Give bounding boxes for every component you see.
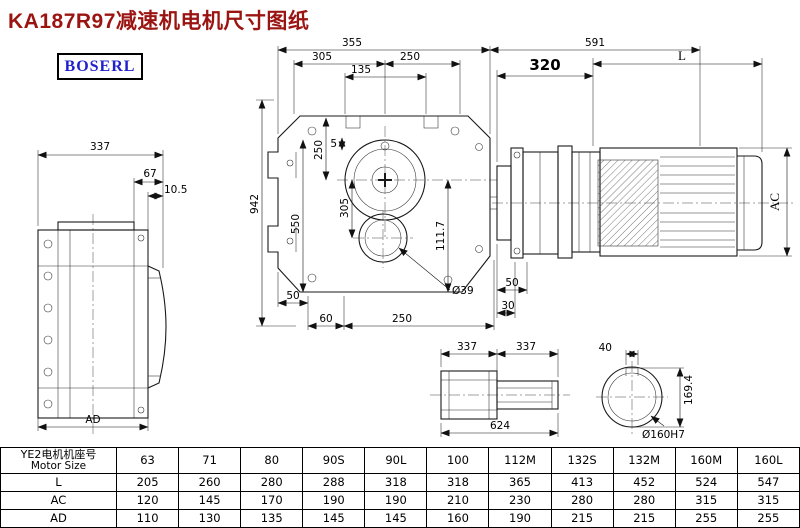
cell-L-90S: 288 xyxy=(302,473,366,492)
cell-AD-112M: 190 xyxy=(488,509,552,528)
dim-left-305: 305 xyxy=(339,198,351,218)
cell-L-90L: 318 xyxy=(364,473,428,492)
hollow-shaft-view: 337 337 624 xyxy=(430,341,570,437)
dim-top-135: 135 xyxy=(351,64,371,76)
cell-L-71: 260 xyxy=(178,473,242,492)
cell-L-63: 205 xyxy=(115,473,180,492)
dim-motor-320: 320 xyxy=(529,56,560,74)
cell-L-132M: 452 xyxy=(612,473,676,492)
dim-left-550: 550 xyxy=(290,214,302,234)
dim-flange-30: 30 xyxy=(501,300,514,312)
cell-L-112M: 365 xyxy=(488,473,552,492)
dim-right-111-7: 111.7 xyxy=(435,221,447,251)
cell-AD-132M: 215 xyxy=(612,509,676,528)
col-header-90L: 90L xyxy=(364,447,428,474)
dim-top-305: 305 xyxy=(312,51,332,63)
cell-AC-80: 170 xyxy=(240,491,304,510)
dim-left-942: 942 xyxy=(249,194,261,214)
col-header-112M: 112M xyxy=(488,447,552,474)
cell-AC-71: 145 xyxy=(178,491,242,510)
col-header-90S: 90S xyxy=(302,447,366,474)
col-header-100: 100 xyxy=(426,447,490,474)
dim-motor-L: L xyxy=(678,48,686,63)
table-row-AC: AC 120 145 170 190 190 210 230 280 280 3… xyxy=(0,491,800,510)
logo-text: BOSERL xyxy=(64,57,136,75)
col-header-132S: 132S xyxy=(550,447,614,474)
cell-AC-160L: 315 xyxy=(736,491,800,510)
header-cn: YE2电机机座号 xyxy=(20,447,97,461)
cell-L-160L: 547 xyxy=(736,473,800,492)
gearbox-front-view: 355 591 305 250 135 942 550 250 5 xyxy=(249,37,701,330)
dim-top-250: 250 xyxy=(400,51,420,63)
cell-AD-90L: 145 xyxy=(364,509,428,528)
dim-side-10-5: 10.5 xyxy=(164,184,187,196)
col-header-160M: 160M xyxy=(674,447,738,474)
cell-AD-160M: 255 xyxy=(674,509,738,528)
row-label-L: L xyxy=(0,473,117,492)
dim-top-591: 591 xyxy=(585,37,605,49)
dim-dia-39: Ø39 xyxy=(452,285,474,297)
row-label-AC: AC xyxy=(0,491,117,510)
table-row-AD: AD 110 130 135 145 145 160 190 215 215 2… xyxy=(0,509,800,528)
col-header-71: 71 xyxy=(178,447,242,474)
dim-top-355: 355 xyxy=(342,37,362,49)
row-label-AD: AD xyxy=(0,509,117,528)
cell-L-100: 318 xyxy=(426,473,490,492)
cell-AC-100: 210 xyxy=(426,491,490,510)
cell-L-80: 280 xyxy=(240,473,304,492)
motor-view: 320 L AC xyxy=(490,48,795,259)
cell-AD-90S: 145 xyxy=(302,509,366,528)
dim-flange-50: 50 xyxy=(505,277,518,289)
dim-shaft-624: 624 xyxy=(490,420,510,432)
cell-AC-132M: 280 xyxy=(612,491,676,510)
dim-169-4: 169.4 xyxy=(683,375,695,405)
col-header-160L: 160L xyxy=(736,447,800,474)
cell-AC-112M: 230 xyxy=(488,491,552,510)
cell-AD-63: 110 xyxy=(115,509,180,528)
cell-L-160M: 524 xyxy=(674,473,738,492)
page-title: KA187R97减速机电机尺寸图纸 xyxy=(8,10,310,33)
dim-side-337: 337 xyxy=(90,141,110,153)
cell-AD-160L: 255 xyxy=(736,509,800,528)
technical-drawing: 337 67 10.5 AD xyxy=(37,37,795,441)
dim-left-5: 5 xyxy=(330,138,337,150)
dim-bore-160H7: Ø160H7 xyxy=(642,429,685,441)
dim-shaft-337-left: 337 xyxy=(457,341,477,353)
dim-left-250: 250 xyxy=(313,140,325,160)
dim-side-67: 67 xyxy=(143,168,156,180)
cell-AD-71: 130 xyxy=(178,509,242,528)
table-row-L: L 205 260 280 288 318 318 365 413 452 52… xyxy=(0,473,800,492)
col-header-63: 63 xyxy=(115,447,180,474)
dim-key-40: 40 xyxy=(599,342,612,354)
logo-box: BOSERL xyxy=(57,53,143,80)
table-header-row: YE2电机机座号 Motor Size 63 71 80 90S 90L 100… xyxy=(0,447,800,474)
cell-AC-160M: 315 xyxy=(674,491,738,510)
gearbox-side-view: 337 67 10.5 AD xyxy=(37,141,187,434)
cell-AC-90L: 190 xyxy=(364,491,428,510)
dim-bottom-60: 60 xyxy=(319,313,332,325)
dim-shaft-337-right: 337 xyxy=(516,341,536,353)
cell-AD-132S: 215 xyxy=(550,509,614,528)
cell-AC-63: 120 xyxy=(115,491,180,510)
col-header-132M: 132M xyxy=(612,447,676,474)
cell-L-132S: 413 xyxy=(550,473,614,492)
motor-dimension-table: YE2电机机座号 Motor Size 63 71 80 90S 90L 100… xyxy=(0,447,800,528)
cell-AD-100: 160 xyxy=(426,509,490,528)
shaft-section-view: 40 169.4 Ø160H7 xyxy=(596,342,695,441)
cell-AD-80: 135 xyxy=(240,509,304,528)
table-header-motor-size: YE2电机机座号 Motor Size xyxy=(0,447,117,474)
dim-motor-AC: AC xyxy=(767,193,782,211)
dim-side-ad: AD xyxy=(85,414,100,426)
cell-AC-90S: 190 xyxy=(302,491,366,510)
dim-bottom-50: 50 xyxy=(286,290,299,302)
dim-bottom-250: 250 xyxy=(392,313,412,325)
header-en: Motor Size xyxy=(30,459,87,472)
cell-AC-132S: 280 xyxy=(550,491,614,510)
col-header-80: 80 xyxy=(240,447,304,474)
